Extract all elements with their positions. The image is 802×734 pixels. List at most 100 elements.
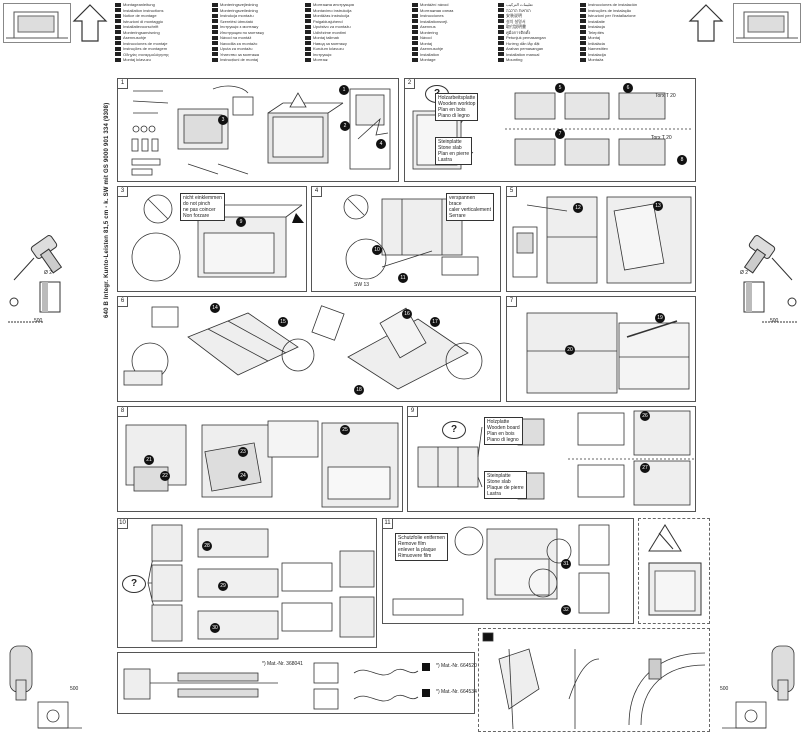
header-lang-row: Uputa za montažu — [212, 46, 264, 52]
language-flag-icon — [412, 35, 418, 40]
header-lang-row: Monteringsvejledning — [212, 2, 264, 8]
header-lang-row: Навод за монтажу — [305, 41, 354, 47]
header-lang-row: คู่มือการติดตั้ง — [498, 30, 546, 36]
language-flag-icon — [498, 35, 504, 40]
step-number: 2 — [405, 79, 415, 89]
language-flag-icon — [212, 24, 218, 29]
header-lang-row: Інструкція з монтажу — [212, 24, 264, 30]
header-lang-row: Монтажная схема — [412, 8, 453, 14]
step-number: 3 — [118, 187, 128, 197]
step-number: 9 — [408, 407, 418, 417]
header-lang-text: Mounting — [506, 57, 523, 62]
header-lang-row: Montaj — [412, 41, 453, 47]
language-flag-icon — [412, 57, 418, 62]
header-lang-text: Instrucțiuni de montaj — [220, 57, 259, 62]
header-lang-text: Navodila za montažo — [220, 40, 258, 46]
language-flag-icon — [580, 24, 586, 29]
callout-3: 3 — [218, 115, 228, 125]
header-lang-text: Installation manual — [506, 51, 540, 57]
header-lang-text: Installatie — [588, 18, 605, 24]
torx-label-2: Torx T 20 — [651, 135, 672, 141]
header-lang-text: Návod na montáž — [220, 35, 252, 40]
question-bubble: ? — [122, 575, 146, 593]
language-flag-icon — [498, 52, 504, 57]
header-lang-text: Monteringsvejledning — [220, 2, 258, 7]
callout-10: 10 — [372, 245, 382, 255]
header-lang-text: Οδηγίες συναρμολόγησης — [123, 51, 169, 57]
language-flag-icon — [580, 8, 586, 13]
header-lang-row: Montaža — [580, 57, 637, 63]
header-lang-row: Інструкція — [305, 52, 354, 58]
language-flag-icon — [305, 13, 311, 18]
callout-2: 2 — [340, 121, 350, 131]
language-flag-icon — [115, 8, 121, 13]
callout-16: 16 — [402, 309, 412, 319]
language-flag-icon — [305, 19, 311, 24]
step-number: 8 — [118, 407, 128, 417]
callout-21: 21 — [144, 455, 154, 465]
header-lang-text: Instrucciones de montaje — [123, 40, 168, 46]
header-lang-text: Hướng dẫn lắp đặt — [506, 40, 540, 46]
language-flag-icon — [498, 24, 504, 29]
header-lang-text: Instrucciones de instalación — [588, 2, 638, 7]
language-flag-icon — [212, 13, 218, 18]
language-flag-icon — [412, 30, 418, 35]
header-lang-row: Instruções de montagem — [115, 46, 169, 52]
language-flag-icon — [412, 2, 418, 7]
language-flag-icon — [305, 30, 311, 35]
language-flag-icon — [412, 46, 418, 51]
header-lang-text: Istruzioni di montaggio — [123, 18, 164, 24]
language-flag-icon — [412, 8, 418, 13]
header-lang-text: คู่มือการติดตั้ง — [506, 29, 531, 35]
language-flag-icon — [412, 41, 418, 46]
language-flag-icon — [212, 8, 218, 13]
header-lang-text: Monteringsveiledning — [220, 7, 258, 13]
header-lang-text: Montaj talimatı — [313, 35, 340, 40]
callout-15: 15 — [278, 317, 288, 327]
bottom-right-dim: 500 — [720, 686, 729, 692]
language-flag-icon — [212, 35, 218, 40]
callout-26: 26 — [640, 411, 650, 421]
header-lang-text: 설치 설명서 — [506, 18, 526, 24]
header-lang-row: Montaj kılavuzu — [115, 57, 169, 63]
step-panel-10: 10 ? 28 29 30 — [117, 518, 377, 648]
step-number: 5 — [507, 187, 517, 197]
header-lang-row: Istruzioni di montaggio — [115, 19, 169, 25]
language-flag-icon — [498, 57, 504, 62]
step-panel-1: 1 1 2 3 4 — [117, 78, 399, 182]
language-flag-icon — [305, 24, 311, 29]
header-lang-row: Montaj — [580, 35, 637, 41]
callout-8: 8 — [677, 155, 687, 165]
header-lang-text: Namestitev — [588, 46, 609, 51]
callout-29: 29 — [218, 581, 228, 591]
side-drill-right: Ø 2 500 — [732, 232, 802, 327]
bottom-drill-right: 500 — [712, 636, 802, 732]
callout-6: 6 — [623, 83, 633, 93]
side-drill-left: Ø 2 500 — [4, 232, 74, 327]
header-lang-row: Montážní návod — [412, 2, 453, 8]
language-flag-icon — [305, 35, 311, 40]
mat-number-2: *) Mat.-Nr. 664520 — [436, 663, 477, 669]
header-lang-text: Instalacja — [588, 24, 605, 29]
header-lang-row: Paigaldusjuhend — [305, 19, 354, 25]
header-lang-row: Návod na montáž — [212, 35, 264, 41]
header-lang-text: Installation — [420, 51, 440, 57]
language-flag-icon — [580, 57, 586, 62]
callout-7: 7 — [555, 129, 565, 139]
language-flag-icon — [115, 46, 121, 51]
language-flag-icon — [305, 57, 311, 62]
callout-14: 14 — [210, 303, 220, 313]
torx-label-1: Torx T 20 — [655, 93, 676, 99]
step-panel-7: 7 19 20 — [506, 296, 696, 402]
callout-22: 22 — [160, 471, 170, 481]
language-flag-icon — [115, 52, 121, 57]
arrow-up-icon-left — [72, 3, 108, 43]
header-lang-row: Installation — [412, 52, 453, 58]
language-flag-icon — [115, 24, 121, 29]
header-lang-row: הוראות הרכבה — [498, 8, 546, 14]
header-lang-row: 取付説明書 — [498, 24, 546, 30]
